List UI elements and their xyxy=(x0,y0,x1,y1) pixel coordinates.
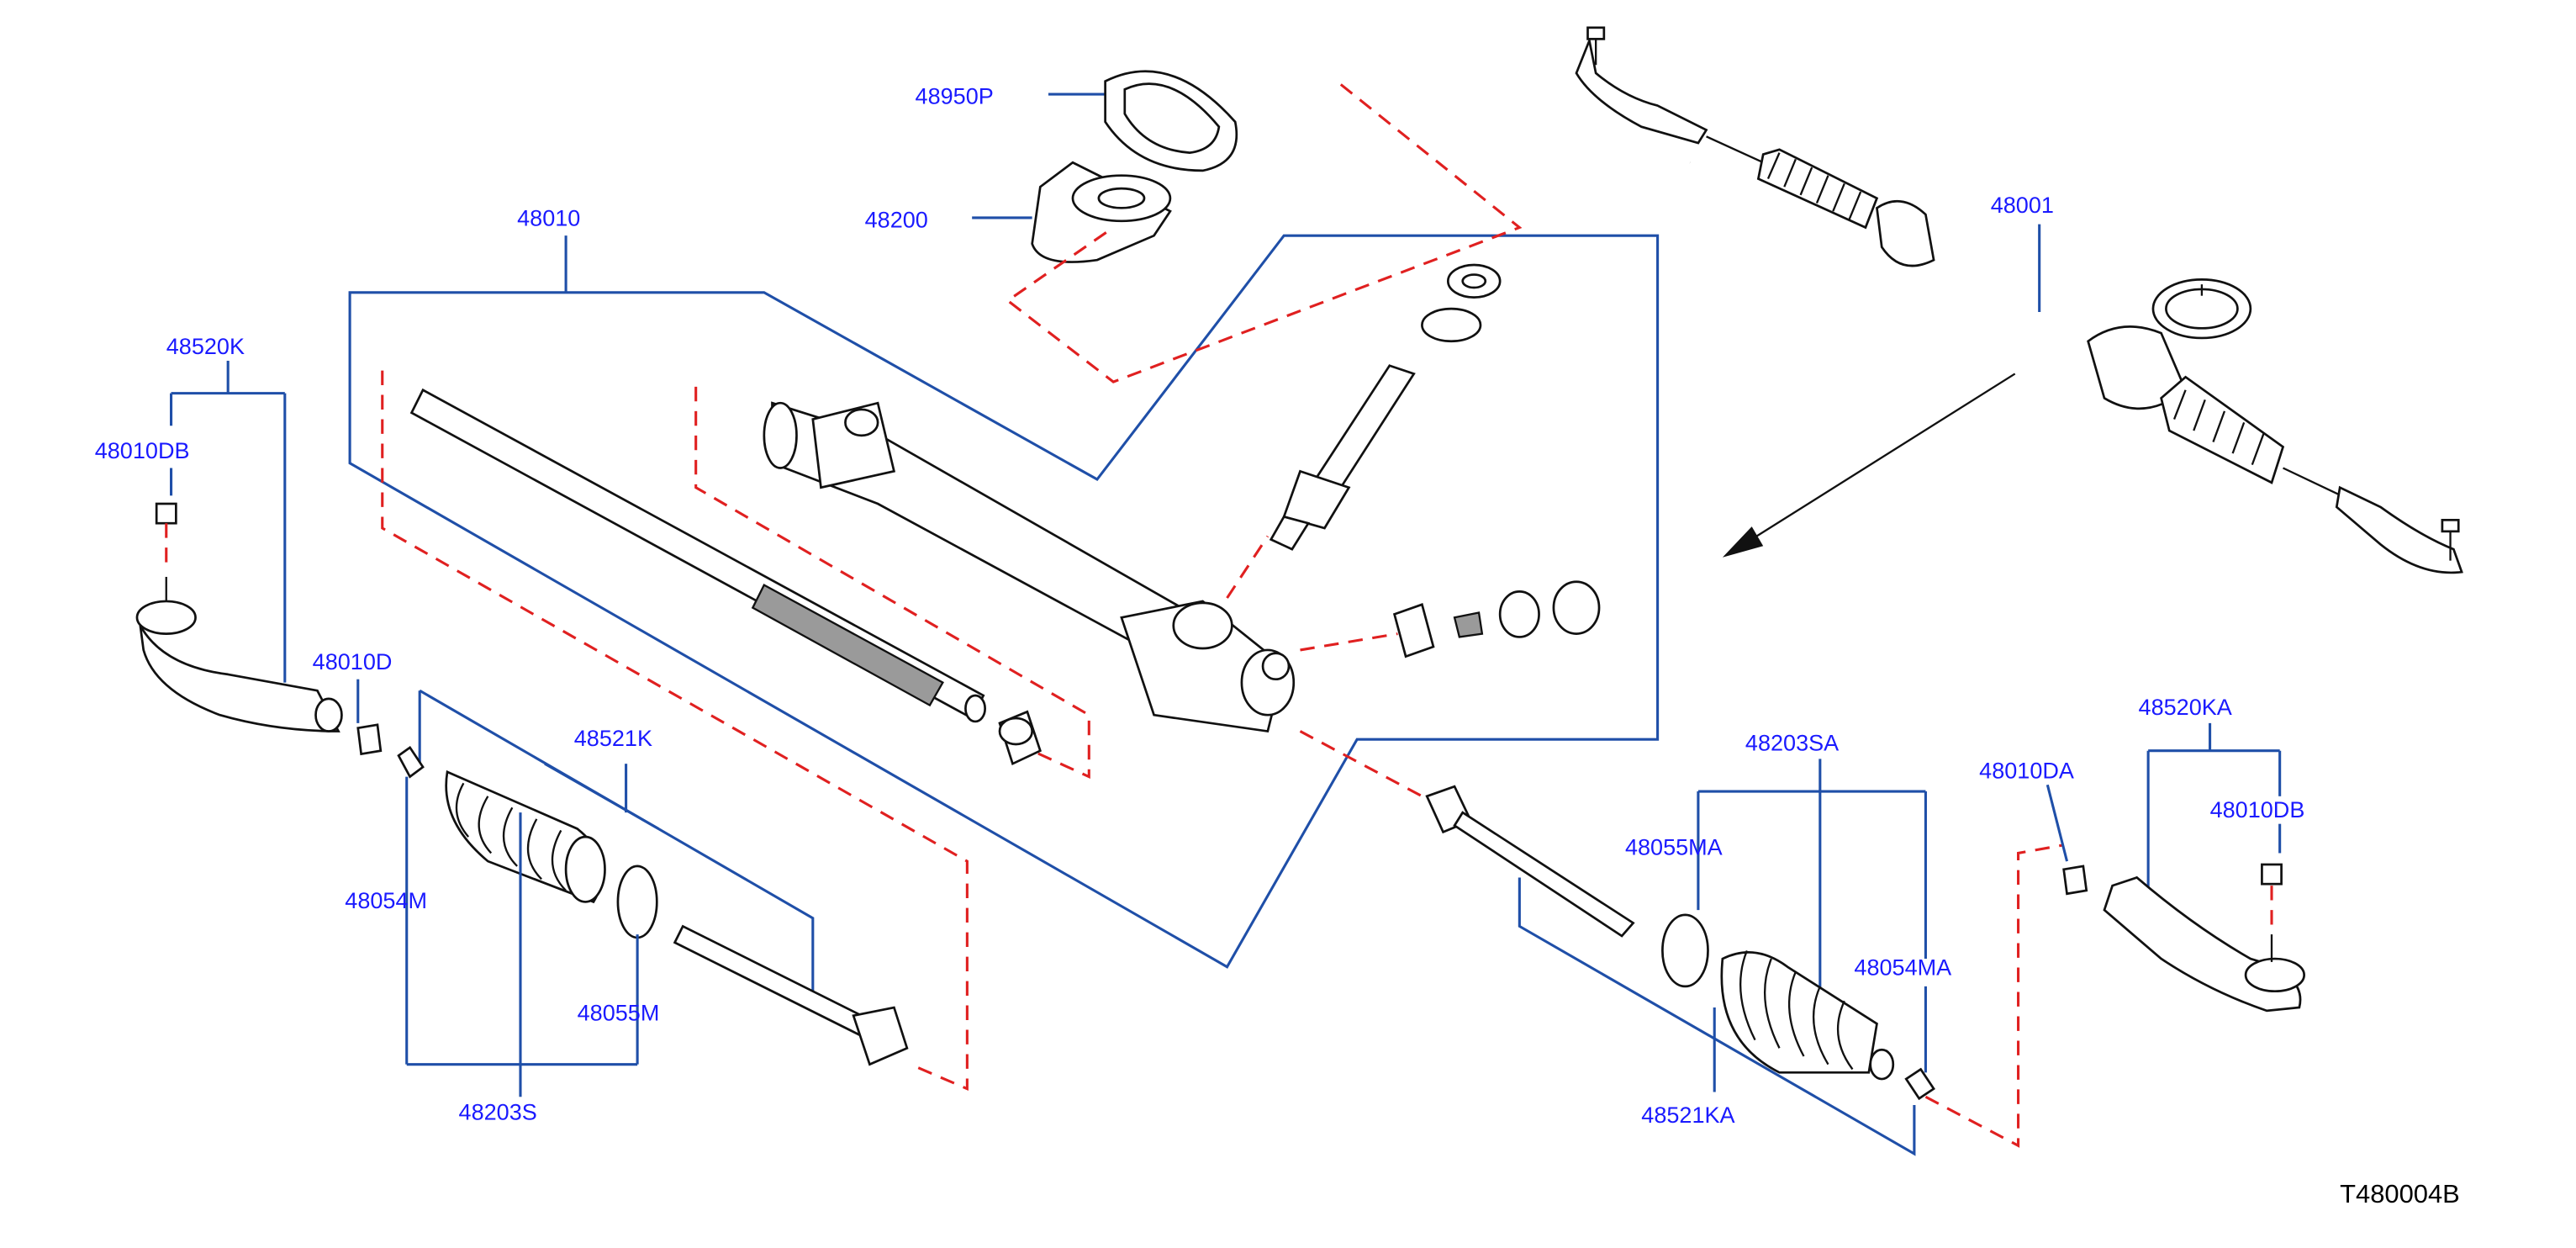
part-label-48010DB-right[interactable]: 48010DB xyxy=(2210,797,2305,822)
part-label-48521KA[interactable]: 48521KA xyxy=(1641,1103,1734,1128)
right-boot xyxy=(1720,949,1895,1081)
part-label-48521K[interactable]: 48521K xyxy=(574,726,652,751)
right-clamp xyxy=(1904,1067,1935,1101)
assembled-rack-illustration xyxy=(1575,26,2463,574)
part-label-48055MA[interactable]: 48055MA xyxy=(1625,834,1723,859)
part-label-48054MA[interactable]: 48054MA xyxy=(1854,955,1951,980)
left-nut xyxy=(356,723,383,756)
left-clip xyxy=(616,865,658,939)
left-boot xyxy=(445,769,606,904)
snap-ring xyxy=(1421,307,1482,343)
part-label-48203SA[interactable]: 48203SA xyxy=(1745,731,1839,756)
dust-cover-48950P xyxy=(1104,70,1238,172)
rack-group-outline xyxy=(348,234,1660,969)
lock-nut xyxy=(1552,580,1601,635)
seal-48200 xyxy=(1031,161,1172,263)
diagram-code: T480004B xyxy=(2340,1179,2460,1208)
part-label-48010[interactable]: 48010 xyxy=(517,206,580,231)
part-label-48520KA[interactable]: 48520KA xyxy=(2139,695,2232,720)
part-label-48054M[interactable]: 48054M xyxy=(345,888,427,913)
rack-housing xyxy=(763,401,1296,733)
part-label-48010DB-left[interactable]: 48010DB xyxy=(95,438,190,463)
left-clamp xyxy=(397,745,425,779)
arrow-head-icon xyxy=(1722,526,1764,558)
right-inner-tie-rod xyxy=(1425,785,1635,938)
pinion-shaft xyxy=(1269,364,1416,551)
part-label-48950P[interactable]: 48950P xyxy=(916,84,994,109)
part-label-48001[interactable]: 48001 xyxy=(1991,193,2054,218)
right-clip xyxy=(1661,913,1709,988)
right-nut xyxy=(2062,865,2088,896)
rack-bar xyxy=(409,388,986,723)
direction-arrow xyxy=(1729,373,2016,553)
left-tie-rod-end xyxy=(135,502,343,732)
part-label-48520K[interactable]: 48520K xyxy=(166,334,245,359)
bushing xyxy=(998,710,1042,766)
part-label-48010DA[interactable]: 48010DA xyxy=(1979,759,2074,784)
spring xyxy=(1453,611,1484,638)
part-label-48010D[interactable]: 48010D xyxy=(313,649,393,674)
right-tie-rod-end xyxy=(2103,863,2306,1013)
left-inner-tie-rod xyxy=(673,924,909,1066)
adjusting-screw xyxy=(1498,590,1540,638)
retainer xyxy=(1392,603,1435,658)
part-label-48055M[interactable]: 48055M xyxy=(578,1000,660,1025)
part-label-48200[interactable]: 48200 xyxy=(865,208,928,233)
part-label-48203S[interactable]: 48203S xyxy=(459,1099,537,1124)
